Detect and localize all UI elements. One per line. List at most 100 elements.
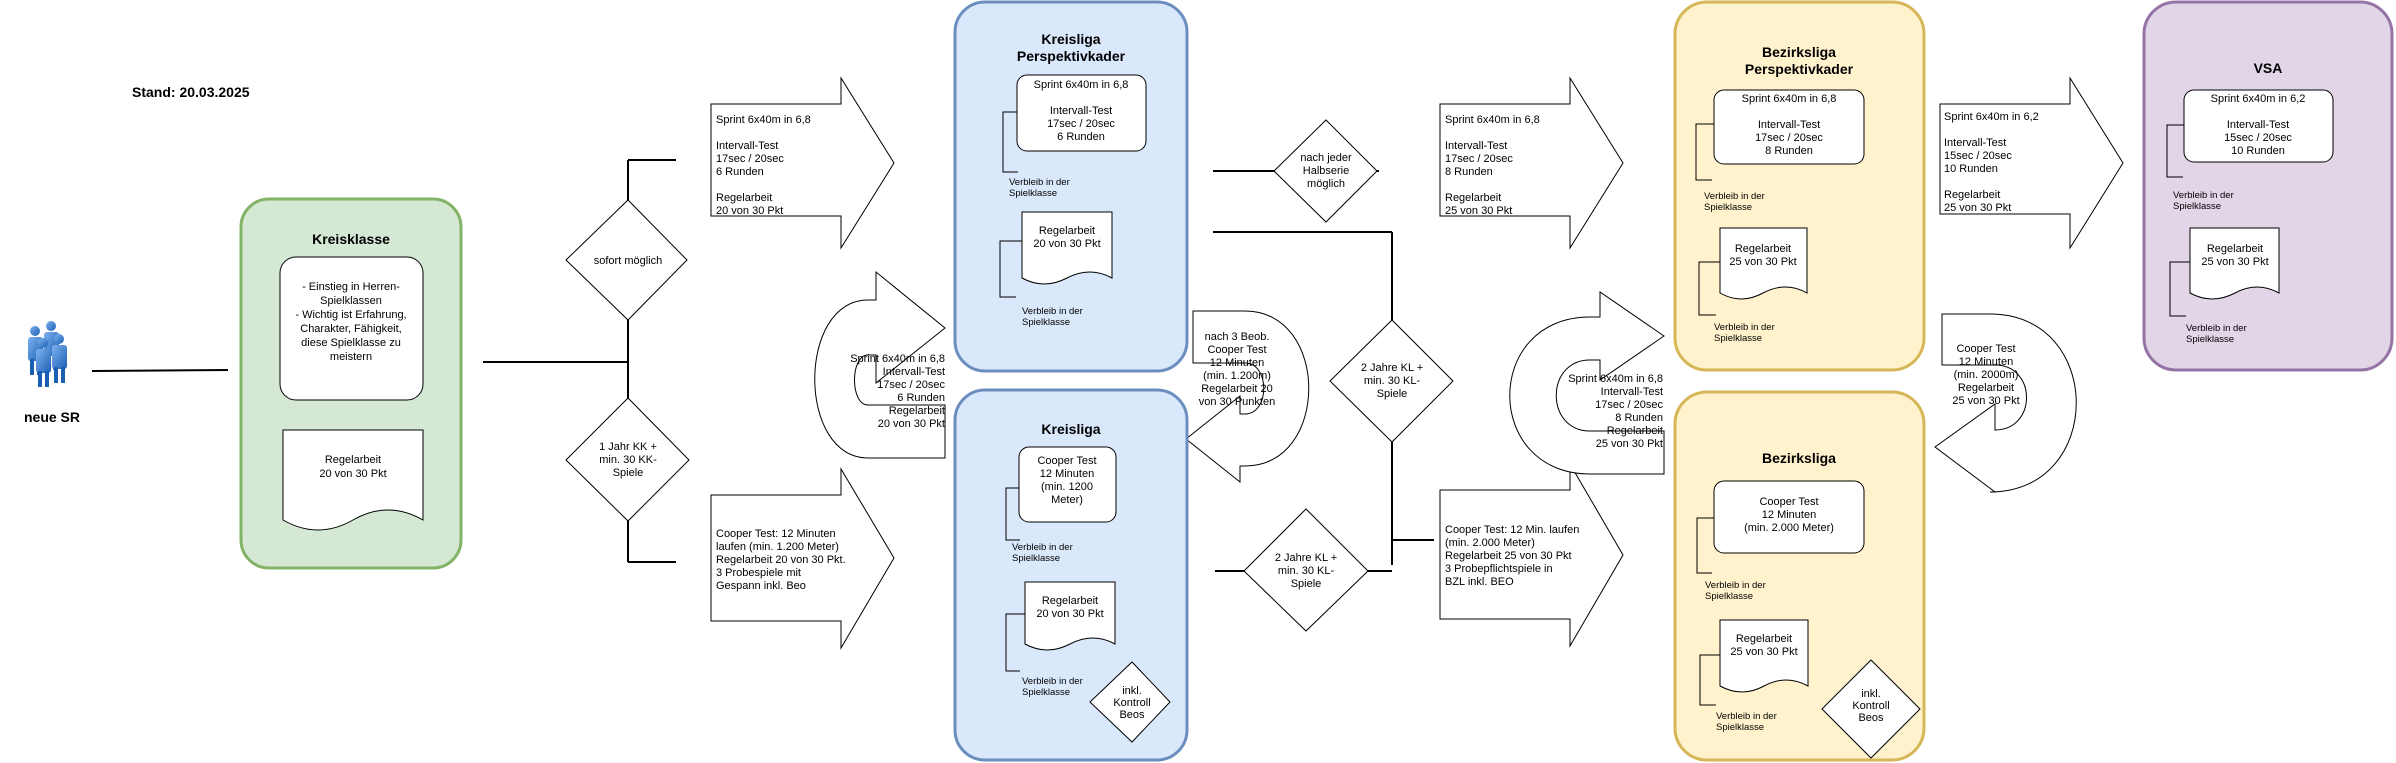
text-line: 25 von 30 Pkt	[2201, 256, 2268, 268]
text-line: laufen (min. 1.200 Meter)	[716, 541, 839, 553]
text-line: Bezirksliga	[1762, 44, 1836, 60]
bezirksliga-regel-doc	[1719, 619, 1809, 693]
kreisliga-pk-regel-doc	[1021, 211, 1113, 285]
text-line: 6 Runden	[716, 166, 764, 178]
text-line: 20 von 30 Pkt	[1036, 608, 1103, 620]
text-line: 25 von 30 Pkt	[1729, 256, 1796, 268]
text-line: Verbleib in der	[1009, 177, 1070, 188]
text-line: Verbleib in der	[1716, 711, 1777, 722]
text-line: Kontroll	[1852, 700, 1889, 712]
text-line: Verbleib in der	[1704, 191, 1765, 202]
text-line: Spielklasse	[1009, 188, 1057, 199]
text-line: Regelarbeit	[1039, 225, 1095, 237]
text-line: sofort möglich	[594, 255, 662, 267]
text-line: Verbleib in der	[1012, 542, 1073, 553]
text-line: (min. 2000m)	[1954, 369, 2019, 381]
text-line: nach jeder	[1300, 152, 1352, 164]
text-line: Regelarbeit 25 von 30 Pkt	[1445, 550, 1572, 562]
text-line: Spielklasse	[1714, 333, 1762, 344]
bezirksliga-title: Bezirksliga	[1762, 450, 1836, 466]
kreisliga-test-box	[1018, 446, 1117, 523]
text-line: Spielklasse	[1716, 722, 1764, 733]
bezirksliga-kontroll-diamond	[1821, 659, 1921, 759]
text-line: Intervall-Test	[1445, 140, 1507, 152]
text-line: Regelarbeit	[889, 405, 945, 417]
text-line: Sprint 6x40m in 6,8	[716, 114, 811, 126]
text-line: 12 Minuten	[1959, 356, 2013, 368]
kreisliga-kontroll-diamond	[1089, 661, 1171, 743]
text-line: Sprint 6x40m in 6,8	[1568, 373, 1663, 385]
text-line: 3 Probespiele mit	[716, 567, 801, 579]
kreisklasse-title: Kreisklasse	[312, 231, 390, 247]
vsa-title: VSA	[2254, 60, 2283, 76]
text-line: Spielklasse	[2186, 334, 2234, 345]
text-line: - Einstieg in Herren-	[302, 281, 400, 293]
text-line: 17sec / 20sec	[1595, 399, 1663, 411]
stand-date: Stand: 20.03.2025	[132, 84, 250, 100]
text-line: Cooper Test	[1037, 455, 1096, 467]
text-line: BZL inkl. BEO	[1445, 576, 1514, 588]
text-line: Charakter, Fähigkeit,	[300, 323, 402, 335]
text-line: Regelarbeit	[716, 192, 772, 204]
text-line: Spielklasse	[1012, 553, 1060, 564]
text-line: 15sec / 20sec	[2224, 132, 2292, 144]
text-line: 17sec / 20sec	[877, 379, 945, 391]
text-line: Intervall-Test	[1050, 105, 1112, 117]
text-line: min. 30 KL-	[1364, 375, 1421, 387]
text-line: 10 Runden	[2231, 145, 2285, 157]
text-line: von 30 Punkten	[1199, 396, 1275, 408]
text-line: Regelarbeit	[1042, 595, 1098, 607]
text-line: 3 Probepflichtspiele in	[1445, 563, 1553, 575]
text-line: Beos	[1119, 709, 1145, 721]
text-line: Verbleib in der	[1022, 676, 1083, 687]
kreisliga-title: Kreisliga	[1041, 421, 1100, 437]
decision-zwei-jahre-kl-upper: 2 Jahre KL +min. 30 KL-Spiele	[1329, 319, 1454, 443]
text-line: Sprint 6x40m in 6,2	[1944, 111, 2039, 123]
text-line: Gespann inkl. Beo	[716, 580, 806, 592]
text-line: 12 Minuten	[1040, 468, 1094, 480]
text-line: Spiele	[613, 467, 644, 479]
bezirksliga-pk-test-box	[1713, 89, 1865, 165]
uturn-kl-to-klp	[814, 270, 946, 459]
text-line: Kontroll	[1113, 697, 1150, 709]
text-line: 6 Runden	[897, 392, 945, 404]
uturn-vsa-to-bzl	[1934, 313, 2077, 493]
text-line: Sprint 6x40m in 6,8	[1742, 93, 1837, 105]
text-line: 20 von 30 Pkt	[319, 468, 386, 480]
kreisklasse-info-box	[279, 256, 424, 401]
text-line: Sprint 6x40m in 6,8	[1445, 114, 1540, 126]
arrow-kl-to-bzl: Cooper Test: 12 Min. laufen(min. 2.000 M…	[1439, 462, 1624, 648]
text-line: Regelarbeit	[1958, 382, 2014, 394]
text-line: möglich	[1307, 178, 1345, 190]
text-line: 1 Jahr KK +	[599, 441, 657, 453]
text-line: 25 von 30 Pkt	[1952, 395, 2019, 407]
text-line: (min. 2.000 Meter)	[1744, 522, 1834, 534]
text-line: 2 Jahre KL +	[1361, 362, 1423, 374]
text-line: Sprint 6x40m in 6,8	[850, 353, 945, 365]
kreisklasse-container: Kreisklasse - Einstieg in Herren-Spielkl…	[239, 197, 463, 570]
text-line: Spielklasse	[1704, 202, 1752, 213]
text-line: 12 Minuten	[1762, 509, 1816, 521]
text-line: Regelarbeit	[1736, 633, 1792, 645]
text-line: Verbleib in der	[1714, 322, 1775, 333]
text-line: meistern	[330, 351, 372, 363]
text-line: Spiele	[1291, 578, 1322, 590]
kreisliga-pk-test-box	[1016, 74, 1147, 152]
text-line: 8 Runden	[1615, 412, 1663, 424]
